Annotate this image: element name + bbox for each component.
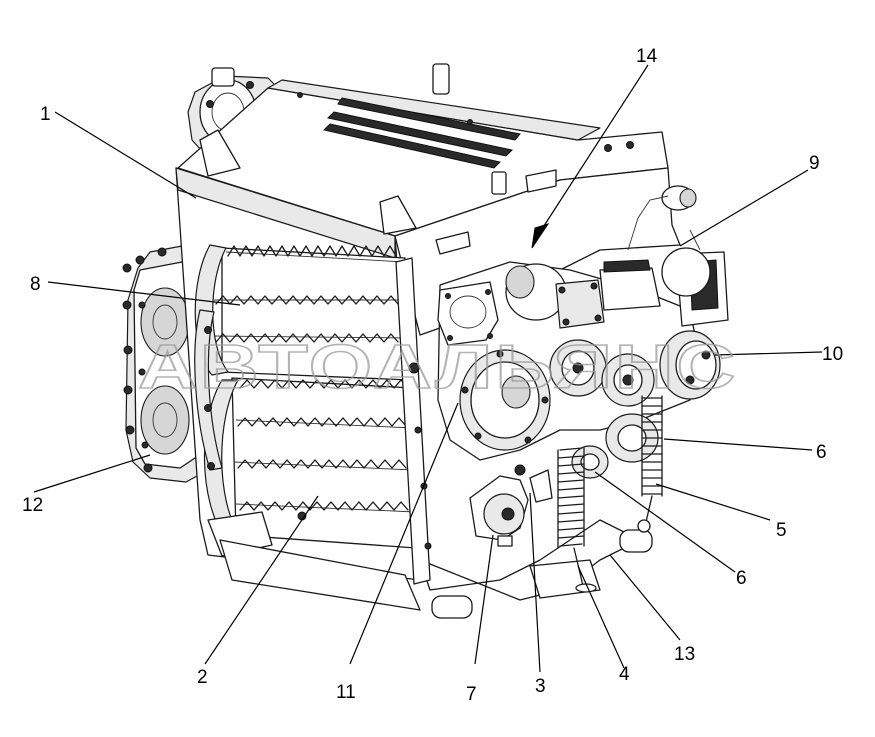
leader-5: [655, 483, 771, 521]
callout-12: 12: [22, 495, 43, 516]
leader-14-arrowhead: [531, 223, 550, 249]
leader-6a: [663, 438, 813, 451]
leader-9: [679, 169, 809, 247]
callout-5: 5: [776, 520, 787, 541]
rotor-end-flange: [194, 309, 223, 471]
callout-13: 13: [674, 644, 695, 665]
lower-base: [207, 511, 653, 619]
callout-leaders: [33, 64, 823, 673]
callout-9: 9: [809, 153, 820, 174]
front-strip-plate: [395, 257, 432, 585]
drive-housing: [437, 195, 729, 479]
leader-1: [54, 111, 197, 199]
leader-14: [539, 64, 649, 233]
leader-12: [33, 454, 151, 493]
callout-6b: 6: [736, 568, 747, 589]
leader-2: [204, 495, 319, 665]
leader-13: [609, 554, 681, 641]
leader-7: [474, 534, 494, 665]
callout-3: 3: [535, 676, 546, 697]
spring-right: [637, 395, 663, 533]
callout-10: 10: [822, 344, 843, 365]
leader-4: [577, 565, 625, 669]
callout-7: 7: [466, 684, 477, 705]
callout-numbers: 1 2 3 4 5 6 6 7 8 9 10 11 12 13 14: [22, 46, 843, 705]
callout-4: 4: [619, 664, 630, 685]
lower-rotor: [203, 377, 417, 549]
callout-11: 11: [336, 682, 356, 703]
callout-14: 14: [636, 46, 658, 67]
callout-2: 2: [197, 667, 208, 688]
leader-6b: [594, 471, 736, 573]
leader-8: [47, 281, 241, 306]
leader-10: [714, 351, 823, 356]
tensioner-unit: [469, 464, 553, 547]
callout-8: 8: [30, 274, 41, 295]
callout-6a: 6: [816, 442, 827, 463]
watermark-text: АВТОАЛЬЯНС: [138, 333, 738, 402]
callout-1: 1: [40, 104, 51, 125]
leader-3: [529, 492, 541, 673]
leader-11: [349, 402, 459, 665]
